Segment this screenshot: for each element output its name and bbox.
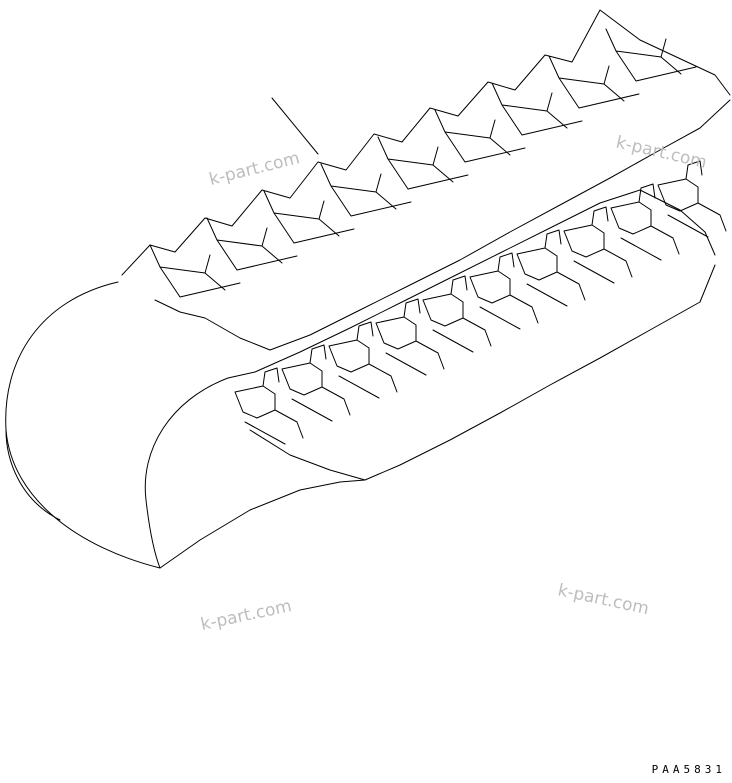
figure-code: PAA5831 xyxy=(651,763,726,776)
guide-plate xyxy=(375,298,445,376)
track-loop xyxy=(5,281,229,569)
guide-plate xyxy=(469,252,539,330)
guide-run xyxy=(159,189,716,569)
tread-lugs xyxy=(149,28,697,298)
guide-plate xyxy=(281,344,351,422)
tread-lug xyxy=(434,109,526,163)
tread-run xyxy=(121,9,731,351)
tread-lug xyxy=(320,163,412,217)
guide-plate xyxy=(422,275,492,353)
tread-lug xyxy=(149,244,241,298)
tread-lug xyxy=(605,28,697,82)
tread-lug xyxy=(206,217,298,271)
tread-lug xyxy=(377,136,469,190)
guide-plate xyxy=(657,160,727,238)
guide-plate xyxy=(563,206,633,284)
leader-line xyxy=(271,97,319,155)
guide-plate xyxy=(234,367,304,445)
guide-plate xyxy=(610,183,680,261)
tread-lug xyxy=(548,55,640,109)
tread-lug xyxy=(263,190,355,244)
guide-plate xyxy=(516,229,586,307)
guide-plate xyxy=(328,321,398,399)
guide-plates xyxy=(234,160,727,445)
tread-lug xyxy=(491,82,583,136)
